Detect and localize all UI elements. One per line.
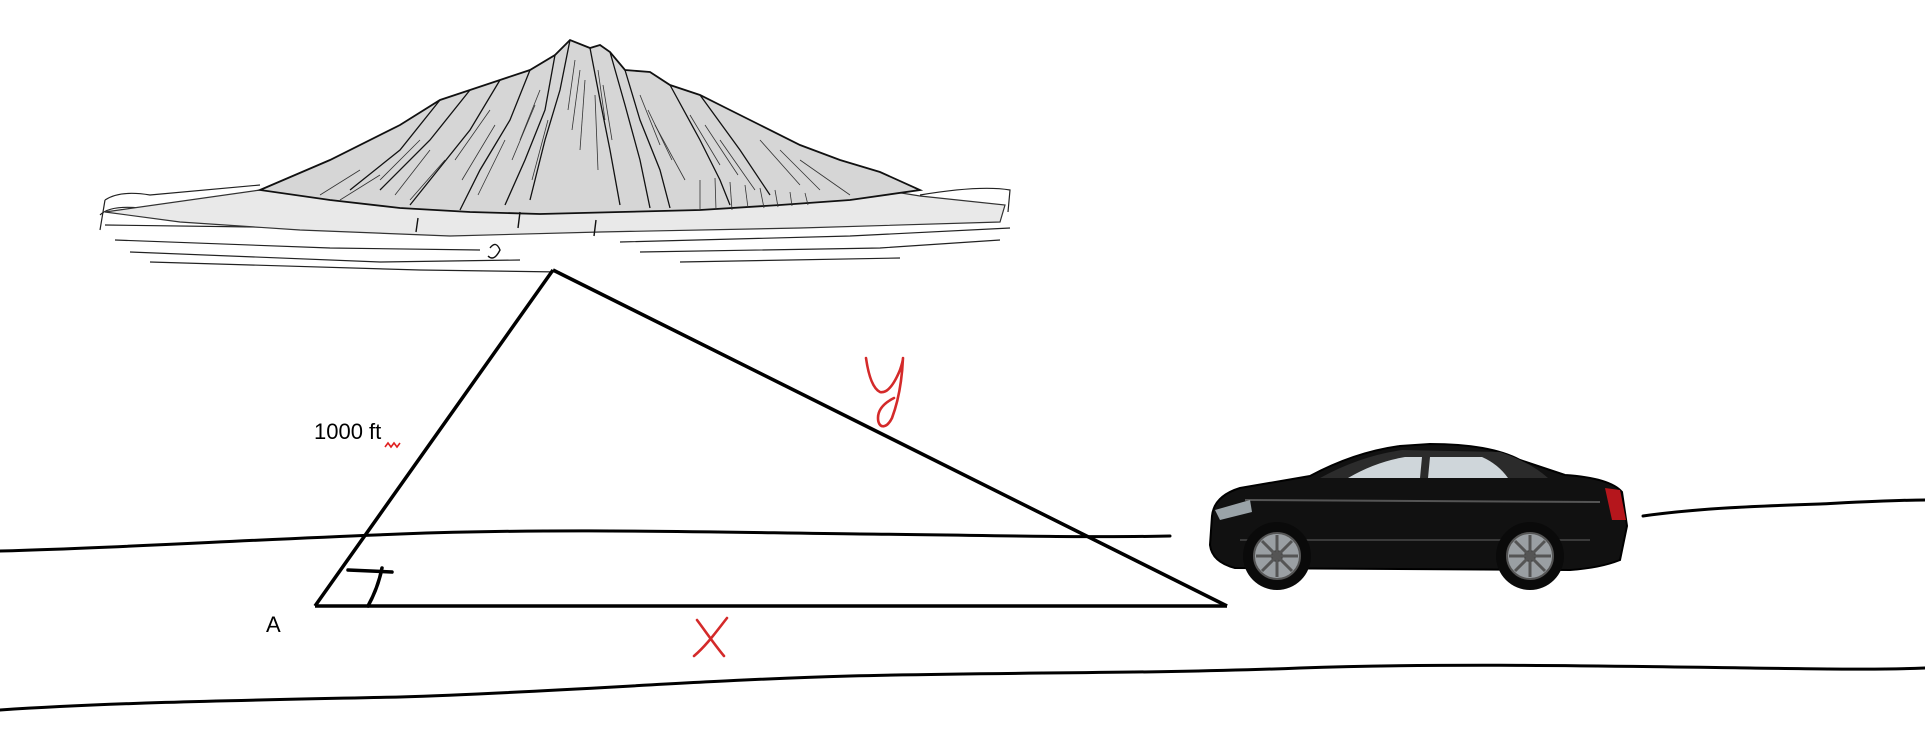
side-length-label: 1000 ft	[314, 419, 382, 444]
road-upper-line-left	[0, 529, 1172, 553]
road-lines	[0, 498, 1925, 712]
base-label: x	[692, 616, 729, 658]
hypotenuse-label: y	[864, 356, 905, 428]
vertex-a-label: A	[266, 612, 281, 637]
angle-mark	[346, 566, 394, 608]
road-lower-line	[0, 663, 1925, 712]
spellcheck-underline	[384, 441, 401, 449]
car-illustration	[1208, 442, 1629, 590]
mountain-illustration	[99, 38, 1011, 273]
triangle-side-left	[313, 268, 555, 608]
road-upper-line-right	[1641, 498, 1925, 518]
triangle	[313, 268, 1228, 608]
triangle-hypotenuse	[552, 268, 1228, 608]
